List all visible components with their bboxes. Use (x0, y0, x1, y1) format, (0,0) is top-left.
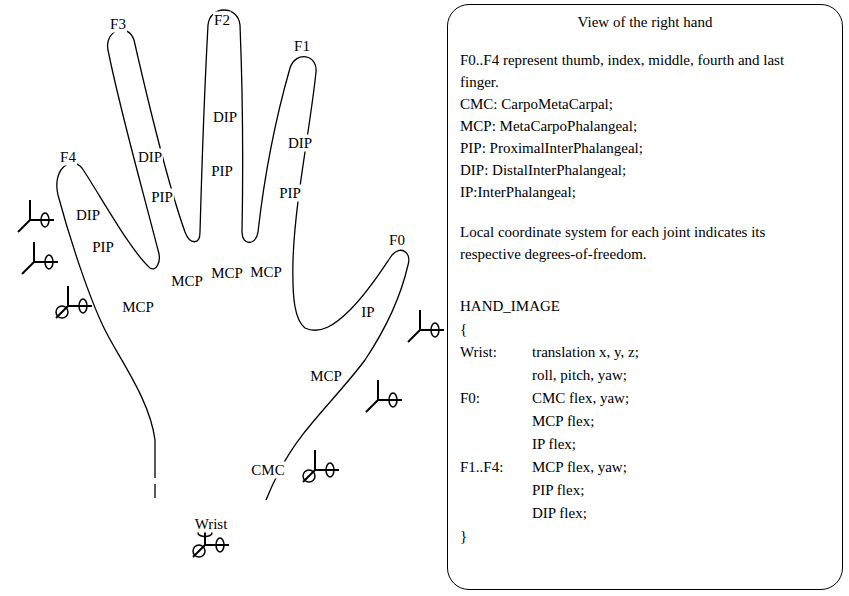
panel-text: CMC: CarpoMetaCarpal; (460, 93, 613, 115)
panel-text: DIP: DistalInterPhalangeal; (460, 159, 626, 181)
panel-text: Wrist: (460, 341, 497, 363)
joint-axes (408, 310, 444, 342)
joint-axes (366, 380, 402, 412)
joint-label: PIP (210, 163, 234, 180)
joint-label: MCP (170, 273, 204, 290)
panel-text: { (460, 318, 467, 340)
joint-label: MCP (309, 368, 343, 385)
joint-axes (303, 450, 339, 482)
joint-label: Wrist (194, 516, 229, 533)
finger-label: F1 (293, 38, 311, 55)
joint-label: DIP (287, 135, 313, 152)
joint-label: MCP (121, 299, 155, 316)
joint-axes (56, 286, 92, 318)
panel-text: IP flex; (532, 433, 576, 455)
joint-label: IP (360, 304, 375, 321)
panel-text: F1..F4: (460, 456, 503, 478)
joint-label: DIP (137, 149, 163, 166)
panel-text: MCP flex, yaw; (532, 456, 627, 478)
panel-text: DIP flex; (532, 502, 587, 524)
panel-text: PIP flex; (532, 479, 584, 501)
finger-label: F0 (388, 232, 406, 249)
joint-label: CMC (250, 462, 285, 479)
joint-label: PIP (278, 185, 302, 202)
panel-text: MCP: MetaCarpoPhalangeal; (460, 115, 637, 137)
panel-text: HAND_IMAGE (460, 295, 560, 317)
panel-text: roll, pitch, yaw; (532, 364, 627, 386)
finger-label: F2 (213, 12, 231, 29)
hand-outline (57, 10, 409, 500)
panel-text: PIP: ProximalInterPhalangeal; (460, 137, 643, 159)
joint-label: PIP (91, 239, 115, 256)
joint-label: MCP (249, 264, 283, 281)
panel-text: F0: (460, 387, 480, 409)
joint-label: DIP (212, 109, 238, 126)
finger-label: F3 (109, 16, 127, 33)
joint-axes (22, 242, 58, 274)
panel-text: CMC flex, yaw; (532, 387, 629, 409)
joint-axes (18, 200, 54, 232)
legend-panel: View of the right handF0..F4 represent t… (447, 4, 843, 590)
finger-label: F4 (59, 149, 77, 166)
joint-label: MCP (210, 265, 244, 282)
panel-text: translation x, y, z; (532, 341, 639, 363)
panel-text: MCP flex; (532, 410, 594, 432)
panel-title: View of the right hand (448, 11, 842, 33)
panel-text: IP:InterPhalangeal; (460, 181, 576, 203)
panel-text: } (460, 525, 467, 547)
joint-label: DIP (75, 207, 101, 224)
panel-text: Local coordinate system for each joint i… (460, 221, 790, 265)
joint-label: PIP (150, 189, 174, 206)
panel-text: F0..F4 represent thumb, index, middle, f… (460, 49, 825, 93)
